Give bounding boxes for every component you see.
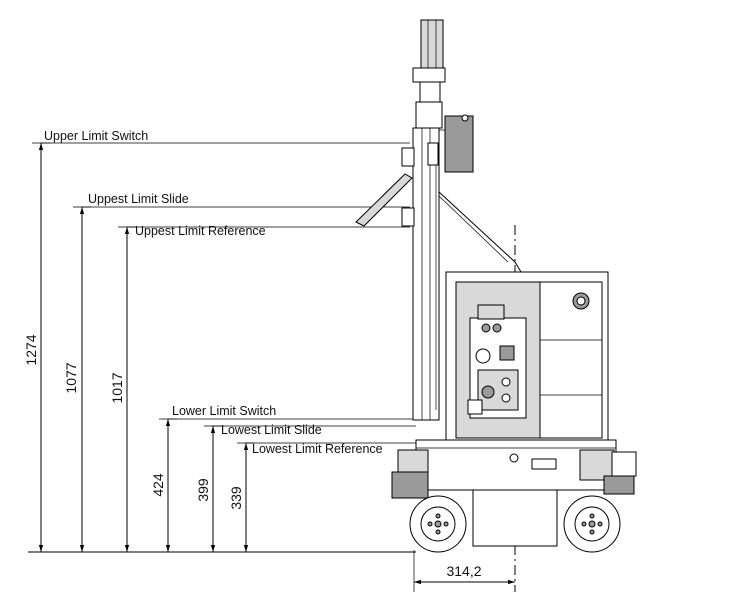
label-uppest-limit-slide: Uppest Limit Slide (88, 192, 189, 206)
wheel-left (409, 495, 467, 553)
leader-uppest-limit-reference: Uppest Limit Reference (127, 224, 410, 238)
label-lowest-limit-slide: Lowest Limit Slide (221, 423, 322, 437)
leader-lowest-limit-slide: Lowest Limit Slide (213, 423, 416, 437)
leader-lower-limit-switch: Lower Limit Switch (168, 404, 416, 420)
dim-lowest-limit-slide-value: 399 (195, 478, 211, 502)
dim-uppest-limit-reference: 1017 (109, 226, 136, 552)
label-uppest-limit-reference: Uppest Limit Reference (135, 224, 266, 238)
leader-uppest-limit-slide: Uppest Limit Slide (82, 192, 410, 208)
dim-lowest-limit-slide: 399 (195, 425, 222, 552)
dim-lowest-limit-reference: 339 (228, 442, 255, 552)
tilted-arm (355, 173, 413, 227)
dim-uppest-limit-slide: 1077 (63, 206, 91, 552)
dim-upper-limit-switch-value: 1274 (23, 334, 39, 365)
dim-lower-limit-switch-value: 424 (150, 473, 166, 497)
dim-uppest-limit-slide-value: 1077 (63, 362, 79, 393)
dim-lowest-limit-reference-value: 339 (228, 486, 244, 510)
mast-motor (420, 19, 444, 69)
label-lower-limit-switch: Lower Limit Switch (172, 404, 276, 418)
dim-uppest-limit-reference-value: 1017 (109, 372, 125, 403)
wheel-right (563, 495, 621, 553)
mast-column (412, 127, 440, 421)
dim-upper-limit-switch: 1274 (23, 142, 50, 552)
label-lowest-limit-reference: Lowest Limit Reference (252, 442, 383, 456)
dim-horizontal-offset-value: 314,2 (446, 563, 481, 579)
upper-switch-box (444, 115, 474, 173)
dim-lower-limit-switch: 424 (150, 418, 177, 552)
leader-upper-limit-switch: Upper Limit Switch (41, 129, 410, 144)
ballast-box (472, 489, 558, 547)
label-upper-limit-switch: Upper Limit Switch (44, 129, 148, 143)
lift-machine (355, 19, 637, 553)
leader-lowest-limit-reference: Lowest Limit Reference (246, 442, 418, 456)
dim-horizontal-offset: 314,2 (413, 550, 515, 592)
